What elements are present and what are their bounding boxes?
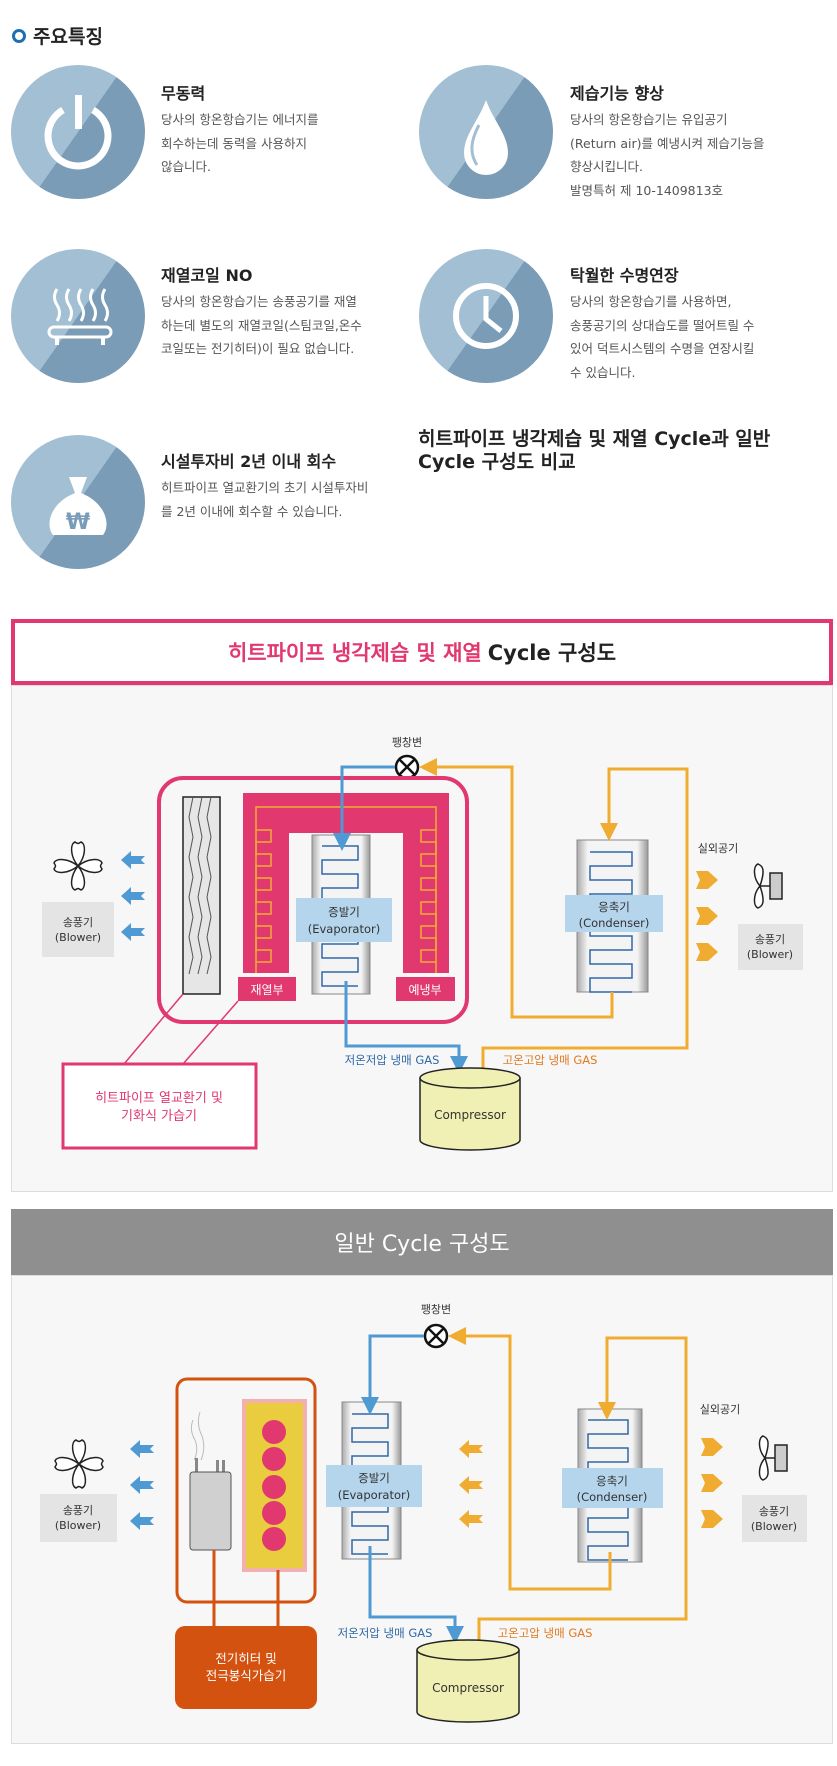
cold-refrigerant-line [333,765,468,1074]
feature-title: 제습기능 향상 [570,84,664,103]
blower-label-en: (Blower) [55,931,101,944]
reheat-label: 재열부 [250,983,283,997]
fan-icon [53,841,103,891]
bullet-icon [12,28,26,43]
blower-label: 송풍기 [63,916,93,929]
supply-air-arrows [121,851,145,941]
humidifier-icon [189,1411,232,1551]
expansion-valve-icon [423,1323,449,1349]
svg-text:₩: ₩ [66,510,90,535]
evaporator-label: 증발기 [328,905,360,919]
compressor [419,1067,521,1151]
desc-line: (Return air)를 예냉시켜 제습기능을 [570,135,765,151]
filter-media [182,796,221,995]
blower-label-en: (Blower) [55,1519,101,1532]
low-gas-label: 저온저압 냉매 GAS [338,1626,433,1640]
desc-line: 당사의 항온항습기는 에너지를 [161,112,319,127]
power-icon [11,65,145,199]
heater-unit-frame [175,1377,317,1604]
callout-line: 기화식 가습기 [121,1109,197,1124]
cold-refrigerant-line [361,1334,464,1644]
blower-label: 송풍기 [759,1505,789,1518]
compressor-label: Compressor [432,1681,504,1695]
condenser-label-en: (Condenser) [577,1490,648,1504]
precool-label: 예냉부 [408,983,441,997]
feature-desc: 당사의 항온항습기를 사용하면, 송풍공기의 상대습도를 떨어트릴 수 있어 덕… [570,290,820,384]
valve-label: 팽창변 [392,736,422,749]
condenser-label: 응축기 [596,1474,628,1488]
callout-line: 히트파이프 열교환기 및 [95,1091,223,1106]
desc-line: 당사의 항온항습기는 송풍공기를 재열 [161,294,357,309]
condenser-label-en: (Condenser) [579,916,650,930]
compressor [416,1639,520,1723]
feature-desc: 당사의 항온항습기는 에너지를 회수하는데 동력을 사용하지 않습니다. [161,108,401,179]
hot-refrigerant-line [448,1327,688,1646]
feature-title: 시설투자비 2년 이내 회수 [161,452,337,471]
desc-line: 향상시킵니다. [570,159,643,174]
heater-callout [175,1626,317,1709]
feature-title: 재열코일 NO [161,266,253,285]
outdoor-air-label: 실외공기 [698,842,738,855]
callout-line: 전기히터 및 [215,1651,276,1666]
fan-icon [54,1439,104,1489]
high-gas-label: 고온고압 냉매 GAS [503,1053,598,1067]
outdoor-air-arrows [701,1438,723,1528]
callout-line: 전극봉식가습기 [206,1668,287,1683]
evaporator-label-en: (Evaporator) [308,922,380,936]
blower-label: 송풍기 [63,1504,93,1517]
desc-line: 수 있습니다. [570,364,636,380]
condenser-label: 응축기 [598,900,630,914]
diagram2-title: 일반 Cycle 구성도 [11,1209,833,1275]
section-title: 주요특징 [33,26,103,48]
desc-line: 송풍공기의 상대습도를 떨어트릴 수 [570,317,755,333]
desc-line: 회수하는데 동력을 사용하지 [161,135,307,151]
fan-side-icon [758,1435,788,1481]
heat-pipe-unit-frame [157,776,469,1024]
hot-refrigerant-line [419,758,689,1077]
feature-desc: 히트파이프 열교환기의 초기 시설투자비 를 2년 이내에 회수할 수 있습니다… [161,476,411,523]
heater-coil-icon [11,249,145,383]
blower-label-en: (Blower) [751,1520,797,1533]
title-pink: 히트파이프 냉각제습 및 재열 [227,641,482,665]
section-heading: 주요특징 [12,22,103,49]
feature-desc: 당사의 항온항습기는 송풍공기를 재열 하는데 별도의 재열코일(스팀코일,온수… [161,290,411,361]
desc-line: 당사의 항온항습기는 유입공기 [570,112,728,127]
low-gas-label: 저온저압 냉매 GAS [345,1053,440,1067]
fan-side-icon [753,863,783,909]
high-gas-label: 고온고압 냉매 GAS [498,1626,593,1640]
desc-line: 를 2년 이내에 회수할 수 있습니다. [161,503,343,519]
desc-line: 히트파이프 열교환기의 초기 시설투자비 [161,480,369,495]
desc-line: 당사의 항온항습기를 사용하면, [570,294,732,309]
desc-line: 발명특허 제 10-1409813호 [570,182,724,198]
comparison-heading: 히트파이프 냉각제습 및 재열 Cycle과 일반 Cycle 구성도 비교 [418,428,818,474]
clock-icon [419,249,553,383]
heat-pipe-callout [61,1062,258,1150]
evaporator-label-en: (Evaporator) [338,1488,410,1502]
feature-title: 무동력 [161,84,206,103]
money-bag-icon: ₩ [11,435,145,569]
expansion-valve-icon [394,754,420,780]
heat-pipe-u [243,793,449,973]
desc-line: 코일또는 전기히터)이 필요 없습니다. [161,341,355,356]
feature-desc: 당사의 항온항습기는 유입공기 (Return air)를 예냉시켜 제습기능을… [570,108,830,202]
desc-line: 하는데 별도의 재열코일(스팀코일,온수 [161,317,362,333]
blower-label: 송풍기 [755,933,785,946]
feature-title: 탁월한 수명연장 [570,266,679,285]
diagram1-title: 히트파이프 냉각제습 및 재열 Cycle 구성도 [11,619,833,685]
middle-air-arrows [459,1440,483,1528]
outdoor-air-arrows [696,871,718,961]
desc-line: 있어 덕트시스템의 수명을 연장시킬 [570,341,755,356]
water-drop-icon [419,65,553,199]
desc-line: 않습니다. [161,159,211,174]
title-dark: Cycle 구성도 [487,641,617,665]
heading-line: 히트파이프 냉각제습 및 재열 Cycle과 일반 [418,428,771,450]
supply-air-arrows [130,1440,154,1530]
blower-label-en: (Blower) [747,948,793,961]
heading-line: Cycle 구성도 비교 [418,451,576,473]
valve-label: 팽창변 [421,1303,451,1316]
compressor-label: Compressor [434,1108,506,1122]
evaporator-label: 증발기 [358,1471,390,1485]
outdoor-air-label: 실외공기 [700,1403,740,1416]
